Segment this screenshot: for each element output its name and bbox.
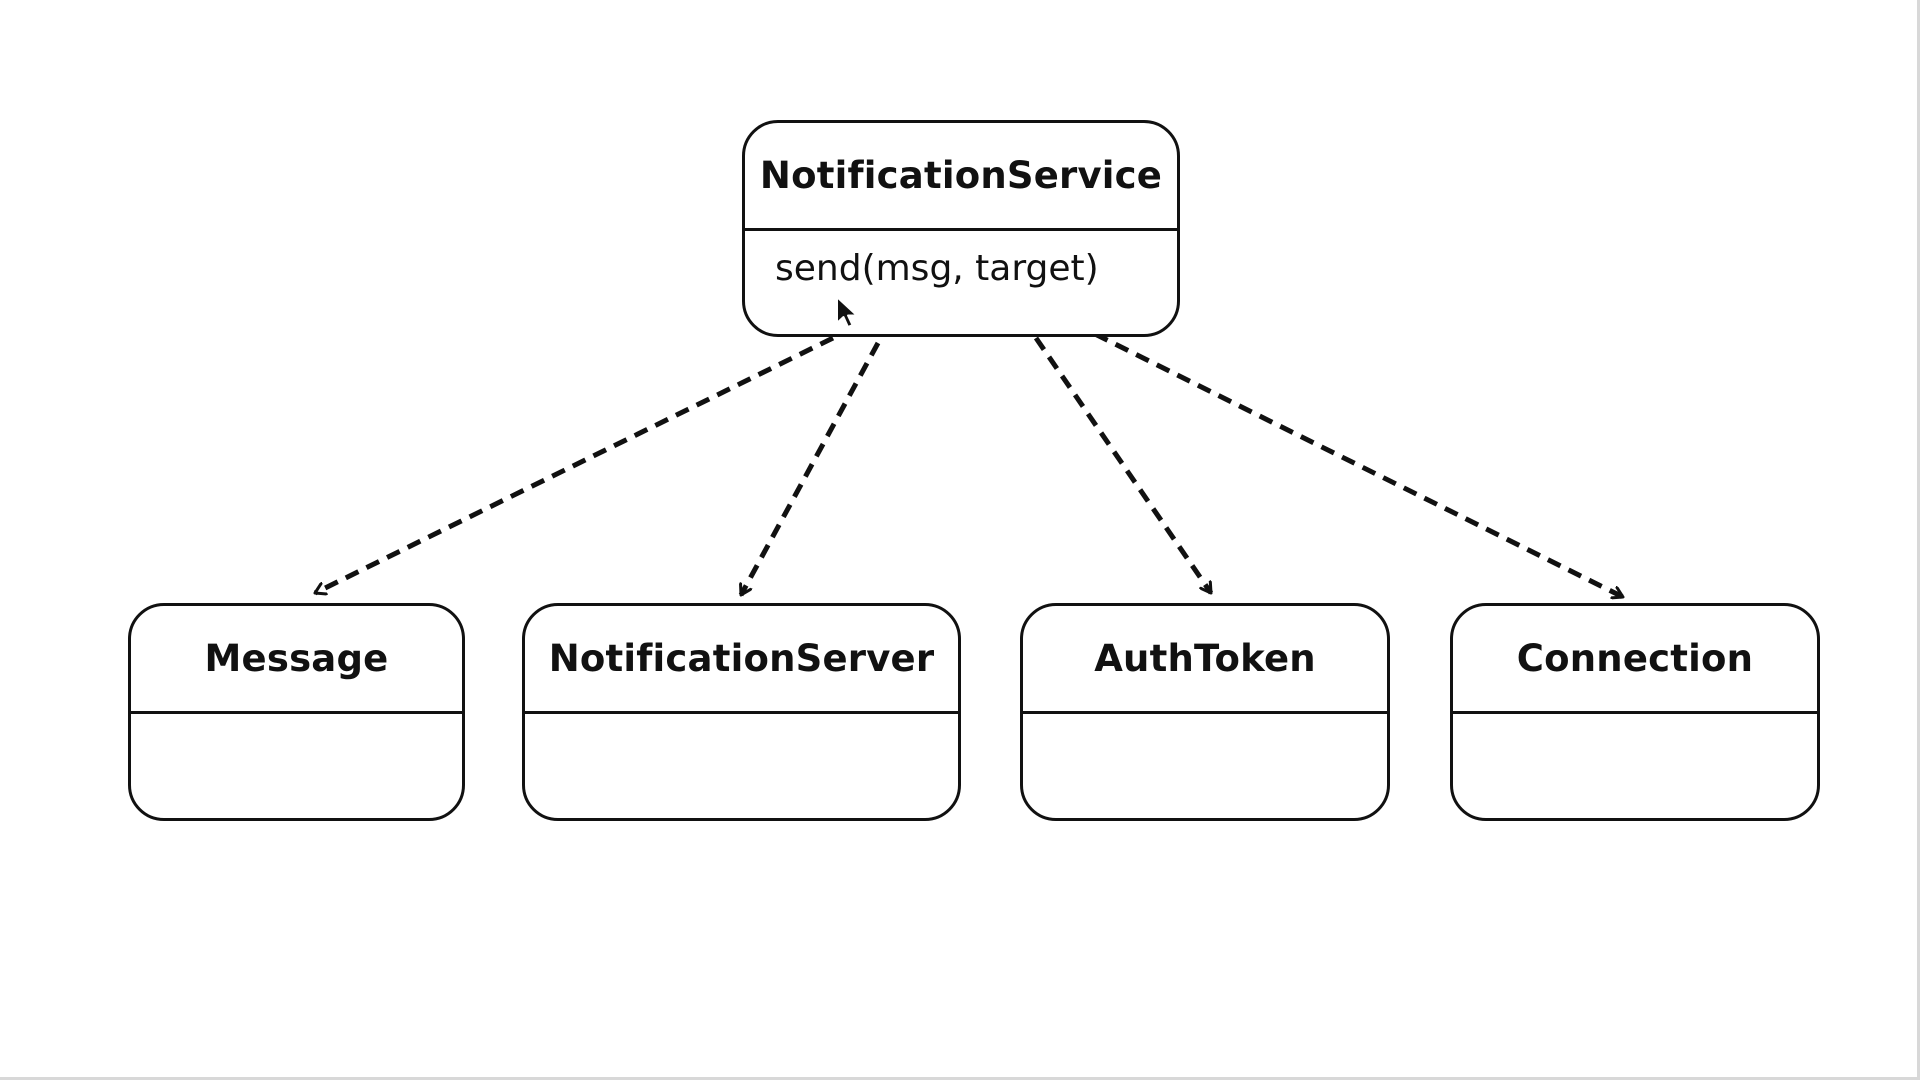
class-name: NotificationService [745,123,1177,231]
class-name: Connection [1453,606,1817,714]
class-box-auth-token[interactable]: AuthToken [1020,603,1390,821]
class-methods [131,714,462,731]
class-box-notification-server[interactable]: NotificationServer [522,603,961,821]
class-name: NotificationServer [525,606,958,714]
frame-edge-bottom [0,1077,1920,1080]
dependency-arrow-connection [1093,331,1623,597]
class-box-notification-service[interactable]: NotificationService send(msg, target) [742,120,1180,337]
method-signature: send(msg, target) [775,248,1099,289]
class-box-message[interactable]: Message [128,603,465,821]
frame-edge-right [1917,0,1920,1080]
mouse-pointer-icon [836,296,858,328]
dependency-arrow-notification-server [738,341,881,595]
dependency-arrow-auth-token [1033,336,1214,593]
class-methods [1023,714,1387,731]
class-methods [525,714,958,731]
class-box-connection[interactable]: Connection [1450,603,1820,821]
class-name: Message [131,606,462,714]
class-methods: send(msg, target) [745,231,1177,289]
class-methods [1453,714,1817,731]
dependency-arrow-message [315,335,835,593]
class-name: AuthToken [1023,606,1387,714]
